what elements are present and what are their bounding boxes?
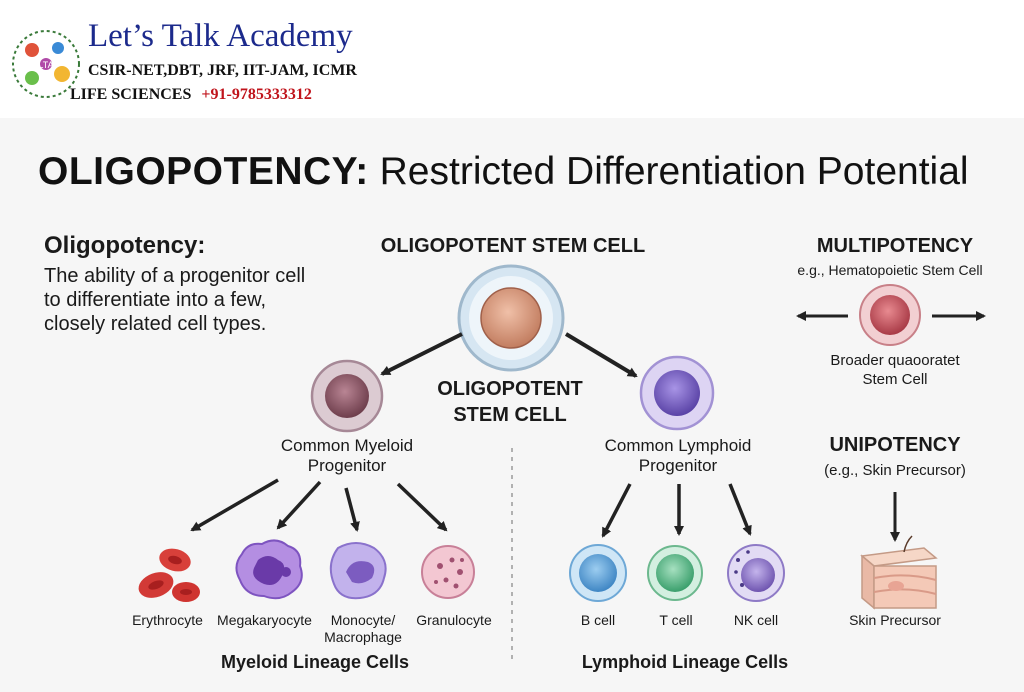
erythrocyte-icon	[138, 548, 200, 602]
subject-label: LIFE SCIENCES	[70, 86, 192, 103]
subject-line: LIFE SCIENCES +91-9785333312	[70, 86, 312, 104]
stem-cell-center-label-2: STEM CELL	[453, 404, 567, 426]
myeloid-progenitor-label-2: Progenitor	[307, 456, 387, 475]
arrow-to-monocyte	[344, 487, 360, 532]
brand-name: Let’s Talk Academy	[88, 18, 353, 54]
skin-precursor-icon	[860, 535, 938, 610]
lymphoid-lineage-label: Lymphoid Lineage Cells	[581, 652, 789, 672]
title-bold: OLIGOPOTENCY:	[38, 150, 369, 193]
b-cell-label: B cell	[580, 612, 616, 628]
stem-cell-top-label: OLIGOPOTENT STEM CELL	[380, 235, 646, 257]
header: LTA Let’s Talk Academy CSIR-NET,DBT, JRF…	[0, 0, 1024, 118]
oligopotent-stem-cell-icon	[457, 264, 565, 372]
myeloid-progenitor-icon	[310, 359, 384, 433]
granulocyte-label: Granulocyte	[416, 612, 492, 628]
erythrocyte-label: Erythrocyte	[132, 612, 203, 628]
unipotency-heading: UNIPOTENCY	[829, 434, 961, 456]
arrow-to-erythrocyte	[190, 478, 279, 532]
lymphoid-progenitor-label-2: Progenitor	[638, 456, 718, 475]
arrow-to-nk-cell	[728, 483, 752, 536]
phone-number: +91-9785333312	[201, 86, 312, 103]
multipotency-example: e.g., Hematopoietic Stem Cell	[797, 262, 983, 278]
b-cell-icon	[569, 544, 627, 602]
svg-text:LTA: LTA	[38, 60, 53, 70]
lymphoid-progenitor-icon	[639, 355, 715, 431]
lymphoid-progenitor-label-1: Common Lymphoid	[604, 436, 752, 455]
multipotency-desc-2: Stem Cell	[862, 371, 928, 388]
arrow-to-b-cell	[601, 483, 632, 538]
title-rest: Restricted Differentiation Potential	[379, 150, 969, 193]
nk-cell-icon	[727, 544, 785, 602]
exam-list: CSIR-NET,DBT, JRF, IIT-JAM, ICMR	[88, 62, 357, 79]
arrow-stem-to-myeloid	[380, 332, 463, 376]
infographic-panel	[0, 118, 1024, 692]
megakaryocyte-label: Megakaryocyte	[217, 612, 312, 628]
arrow-to-megakaryocyte	[276, 480, 322, 530]
megakaryocyte-icon	[235, 539, 303, 600]
monocyte-label-2: Macrophage	[324, 629, 402, 645]
page-title: OLIGOPOTENCY: Restricted Differentiation…	[38, 150, 969, 194]
granulocyte-icon	[421, 545, 475, 599]
multipotency-desc-1: Broader quaooratet	[830, 352, 960, 369]
stem-cell-center-label-1: OLIGOPOTENT	[437, 378, 583, 400]
monocyte-icon	[329, 542, 387, 600]
arrow-stem-to-lymphoid	[564, 332, 638, 378]
t-cell-label: T cell	[659, 612, 693, 628]
monocyte-label-1: Monocyte/	[330, 612, 396, 628]
t-cell-icon	[647, 545, 703, 601]
definition-heading: Oligopotency:	[44, 232, 206, 259]
skin-precursor-label: Skin Precursor	[849, 612, 941, 628]
unipotency-example: (e.g., Skin Precursor)	[824, 462, 966, 479]
myeloid-progenitor-label-1: Common Myeloid	[280, 436, 414, 455]
myeloid-lineage-label: Myeloid Lineage Cells	[220, 652, 410, 672]
multipotency-heading: MULTIPOTENCY	[816, 235, 974, 257]
nk-cell-label: NK cell	[733, 612, 779, 628]
arrow-to-granulocyte	[396, 482, 448, 532]
definition-text: The ability of a progenitor cell to diff…	[44, 265, 306, 335]
multipotent-cell-icon	[859, 284, 921, 346]
academy-logo-icon: LTA	[12, 30, 80, 98]
